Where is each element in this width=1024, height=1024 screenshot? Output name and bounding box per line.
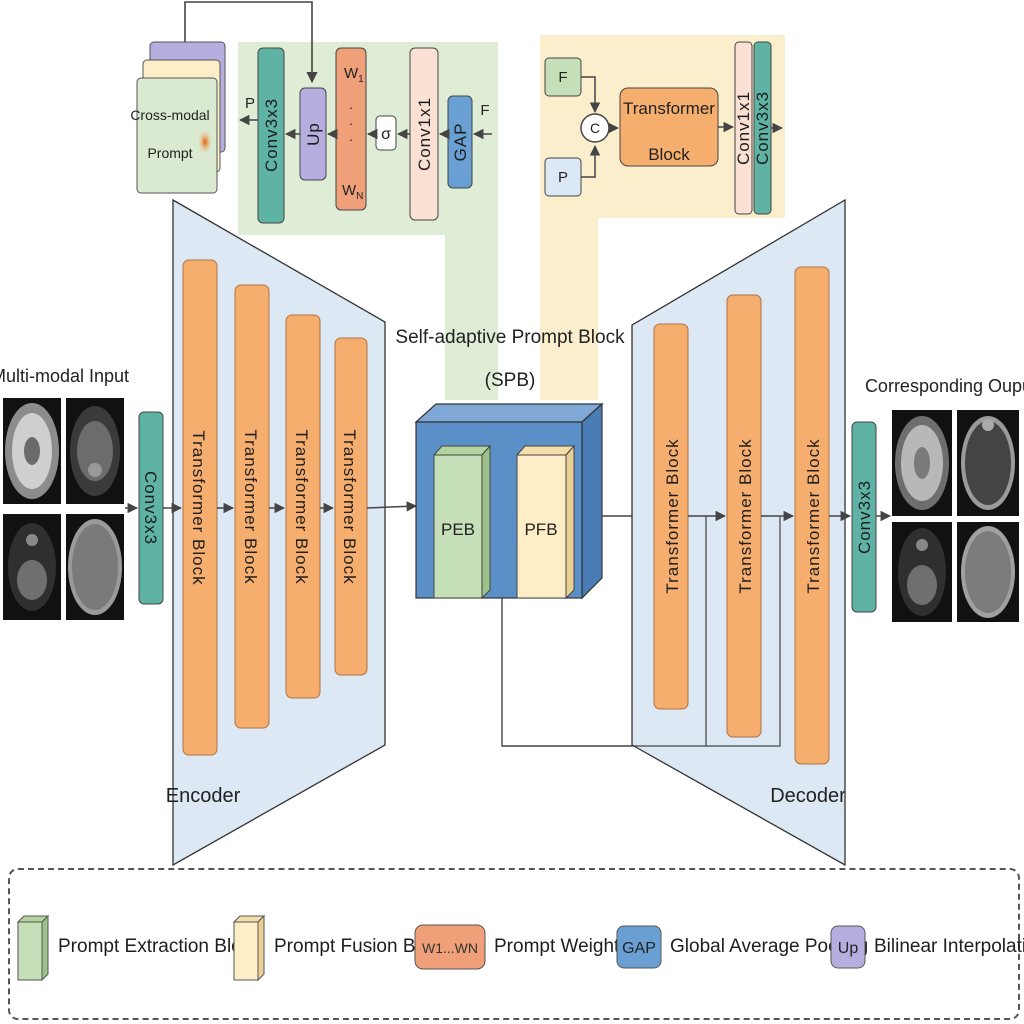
gap-block [447, 95, 473, 189]
output-conv3x3-block [851, 421, 877, 613]
legend-text-peb: Prompt Extraction Block [58, 936, 261, 957]
peb-cube [432, 444, 492, 600]
up-legend-icon: Up [830, 925, 866, 969]
svg-text:GAP: GAP [622, 940, 656, 957]
encoder-label: Encoder [166, 785, 241, 807]
gap-legend-icon: GAP [616, 925, 662, 969]
gap-label: GAP [451, 123, 470, 162]
output-image-2 [957, 410, 1019, 516]
decoder-transformer-label-1: Transformer Block [663, 438, 682, 593]
pfb-p-label: P [558, 169, 568, 186]
pfb-conv1x1-label: Conv1x1 [734, 91, 753, 165]
input-image-1 [3, 398, 61, 504]
svg-text:·: · [349, 131, 354, 147]
output-image-4 [957, 522, 1019, 622]
peb-f-label: F [480, 102, 489, 119]
w1-label: W1 [344, 65, 364, 85]
input-image-2 [66, 398, 124, 504]
prompt-weights-legend-icon: W1...WN [414, 924, 486, 970]
pfb-cube [515, 444, 576, 600]
legend-item-gap: GAP Global Average Pooling [616, 912, 868, 982]
peb-label: PEB [441, 520, 475, 539]
peb-p-label: P [245, 95, 255, 112]
decoder-transformer-label-2: Transformer Block [736, 438, 755, 593]
sigma-label: σ [381, 126, 391, 143]
legend-item-peb: Prompt Extraction Block [16, 912, 261, 982]
svg-text:·: · [349, 115, 354, 131]
pfb-f-label: F [558, 69, 567, 86]
wn-label: WN [342, 182, 363, 202]
encoder-transformer-label-1: Transformer Block [189, 430, 208, 585]
legend-text-gap: Global Average Pooling [670, 936, 869, 957]
legend-box: Prompt Extraction Block Prompt Fusion Bl… [8, 868, 1024, 1020]
up-label: Up [304, 122, 323, 146]
decoder-transformer-label-3: Transformer Block [804, 438, 823, 593]
svg-text:W1...WN: W1...WN [422, 940, 478, 956]
input-image-3 [3, 514, 61, 620]
encoder-transformer-label-3: Transformer Block [292, 429, 311, 584]
pfb-legend-icon [232, 914, 266, 982]
svg-text:Up: Up [838, 940, 859, 957]
input-title: Multi-modal Input [0, 366, 129, 386]
encoder-transformer-block-3 [285, 314, 321, 699]
peb-legend-icon [16, 914, 50, 982]
legend-item-pfb: Prompt Fusion Block [232, 912, 449, 982]
pfb-label: PFB [524, 520, 557, 539]
pfb-conv1x1-block [734, 41, 753, 215]
cross-modal-label-2: Prompt [147, 145, 192, 161]
output-image-3 [892, 522, 952, 622]
pfb-transformer-line1: Transformer [623, 99, 715, 118]
encoder-transformer-block-2 [234, 284, 270, 729]
output-conv3x3-label: Conv3x3 [855, 480, 874, 554]
peb-conv3x3-label: Conv3x3 [262, 98, 281, 172]
peb-conv1x1-label: Conv1x1 [415, 97, 434, 171]
output-image-1 [892, 410, 952, 516]
input-image-4 [66, 514, 124, 620]
output-title: Corresponding Ouput [865, 376, 1024, 396]
legend-text-pfb: Prompt Fusion Block [274, 936, 450, 957]
cross-modal-label-1: Cross-modal [130, 107, 209, 123]
input-conv3x3-block [138, 411, 164, 605]
peb-conv3x3-block [257, 47, 285, 224]
spb-title: Self-adaptive Prompt Block [395, 327, 625, 348]
legend-text-up: Bilinear Interpolation [874, 936, 1024, 957]
encoder-transformer-label-4: Transformer Block [340, 429, 359, 584]
encoder-transformer-label-2: Transformer Block [241, 429, 260, 584]
svg-text:·: · [349, 99, 354, 115]
decoder-label: Decoder [770, 785, 846, 807]
input-conv3x3-label: Conv3x3 [141, 471, 160, 545]
pfb-conv3x3-label: Conv3x3 [753, 91, 772, 165]
spb-abbr: (SPB) [485, 370, 536, 391]
legend-item-up: Up Bilinear Interpolation [830, 912, 1024, 982]
encoder-transformer-block-4 [334, 337, 368, 676]
pfb-transformer-line2: Block [648, 145, 690, 164]
legend-item-weights: W1...WN Prompt Weights [414, 912, 629, 982]
concat-label: C [590, 120, 600, 136]
cross-modal-prompt: Cross-modal Prompt [130, 41, 226, 194]
legend-text-weights: Prompt Weights [494, 936, 629, 957]
encoder-trapezoid [172, 198, 386, 867]
